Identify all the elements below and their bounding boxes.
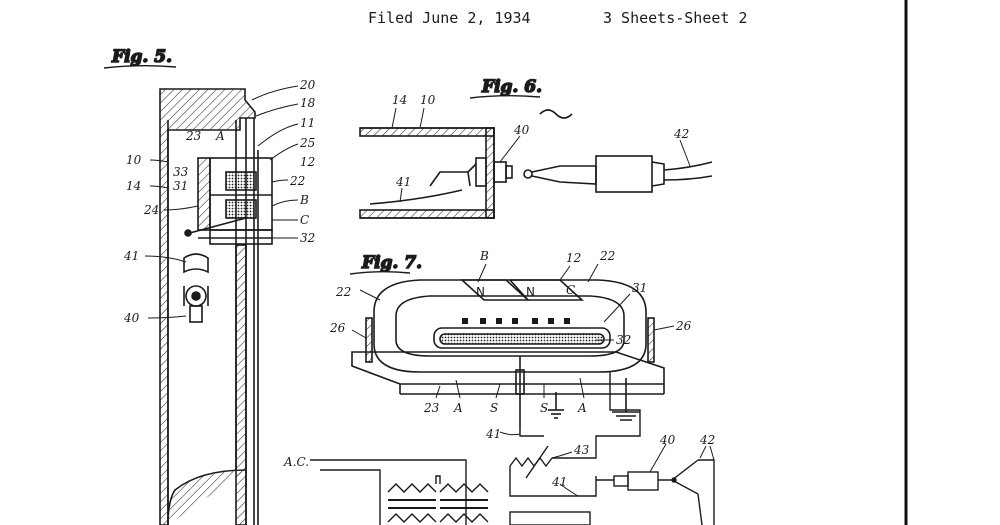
circuit-label: 43: [573, 443, 590, 457]
fig7-label: 22: [599, 249, 615, 263]
fig5-title: Fig. 5.: [111, 47, 172, 67]
fig5-label: 10: [126, 153, 142, 167]
fig5-label: 18: [300, 96, 316, 110]
fig7-label: 12: [566, 251, 581, 265]
fig7-title: Fig. 7.: [361, 253, 422, 273]
fig5-label: C: [300, 213, 309, 227]
fig6-label: 40: [513, 123, 530, 137]
fig5-drawing: Fig. 5.: [104, 47, 272, 525]
fig7-label: 26: [329, 321, 346, 335]
fig6-label: 10: [420, 93, 436, 107]
fig7-label: A: [453, 401, 463, 415]
filed-date: Filed June 2, 1934: [368, 9, 531, 27]
sheet-count: 3 Sheets-Sheet 2: [603, 9, 748, 27]
fig7-label: A: [577, 401, 587, 415]
fig5-label: 24: [143, 203, 159, 217]
fig6-label: 14: [392, 93, 407, 107]
fig7-label: S: [490, 401, 498, 415]
fig7-label: S: [540, 401, 548, 415]
circuit-label: 41: [551, 475, 567, 489]
fig5-label: 31: [173, 179, 188, 193]
fig7-label: 22: [335, 285, 351, 299]
fig7-label: C: [566, 283, 575, 297]
fig6-leaders: [392, 108, 690, 202]
fig5-label: 12: [300, 155, 315, 169]
fig7-reference-numerals: B 12 22 22 N N C 31 26 26 32 23 A S S A: [329, 249, 692, 415]
circuit-label: 40: [659, 433, 676, 447]
fig6-label: 42: [673, 127, 689, 141]
fig6-drawing: Fig. 6.: [360, 77, 712, 218]
fig7-label: B: [479, 249, 489, 263]
fig5-label: 33: [173, 165, 189, 179]
fig5-label: 14: [126, 179, 141, 193]
fig5-label: 25: [299, 136, 315, 150]
pole-label: N: [526, 285, 535, 299]
fig5-label: 23: [185, 129, 202, 143]
ac-supply-label: A.C.: [283, 455, 309, 469]
fig6-label: 41: [395, 175, 411, 189]
fig6-reference-numerals: 14 10 40 42 41: [392, 93, 689, 189]
fig5-label: B: [299, 193, 309, 207]
fig5-label: 11: [300, 116, 315, 130]
fig5-label: 32: [300, 231, 315, 245]
fig7-label: 31: [632, 281, 647, 295]
fig7-label: 26: [675, 319, 692, 333]
circuit-label: 42: [699, 433, 715, 447]
fig5-label: A: [215, 129, 225, 143]
circuit-reference-numerals: 41 43 41 40 42 A.C.: [283, 427, 715, 489]
circuit-label: 41: [485, 427, 501, 441]
pole-label: N: [476, 285, 485, 299]
fig5-label: 40: [123, 311, 140, 325]
circuit-drawing: [310, 372, 714, 525]
fig7-label: 32: [616, 333, 631, 347]
fig5-label: 20: [299, 78, 316, 92]
fig5-label: 22: [289, 174, 305, 188]
fig5-label: 41: [123, 249, 139, 263]
fig7-label: 23: [423, 401, 440, 415]
fig6-title: Fig. 6.: [481, 77, 542, 97]
